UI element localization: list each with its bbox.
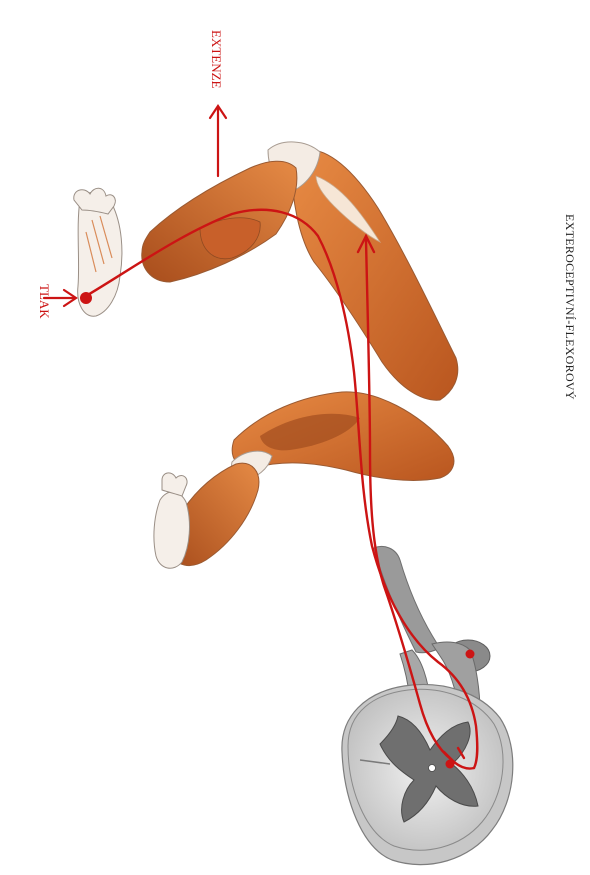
pressure-label: TLAK	[37, 284, 52, 319]
pressure-point	[80, 292, 92, 304]
spinal-nerve-trunk	[373, 547, 440, 653]
upper-thigh-muscle	[292, 149, 458, 400]
extension-label: EXTENZE	[209, 30, 224, 89]
central-canal	[429, 765, 436, 772]
spinal-cord	[342, 684, 513, 864]
lower-toes	[162, 473, 187, 496]
diagram-title: EXTEROCEPTIVNÍ-FLEXOROVÝ	[563, 214, 577, 400]
lower-leg	[154, 392, 454, 568]
lower-foot	[154, 492, 190, 568]
ganglion-neuron-dot	[466, 650, 475, 659]
extension-arrow	[210, 106, 226, 176]
upper-leg	[74, 142, 458, 400]
motor-neuron-dot	[446, 760, 455, 769]
